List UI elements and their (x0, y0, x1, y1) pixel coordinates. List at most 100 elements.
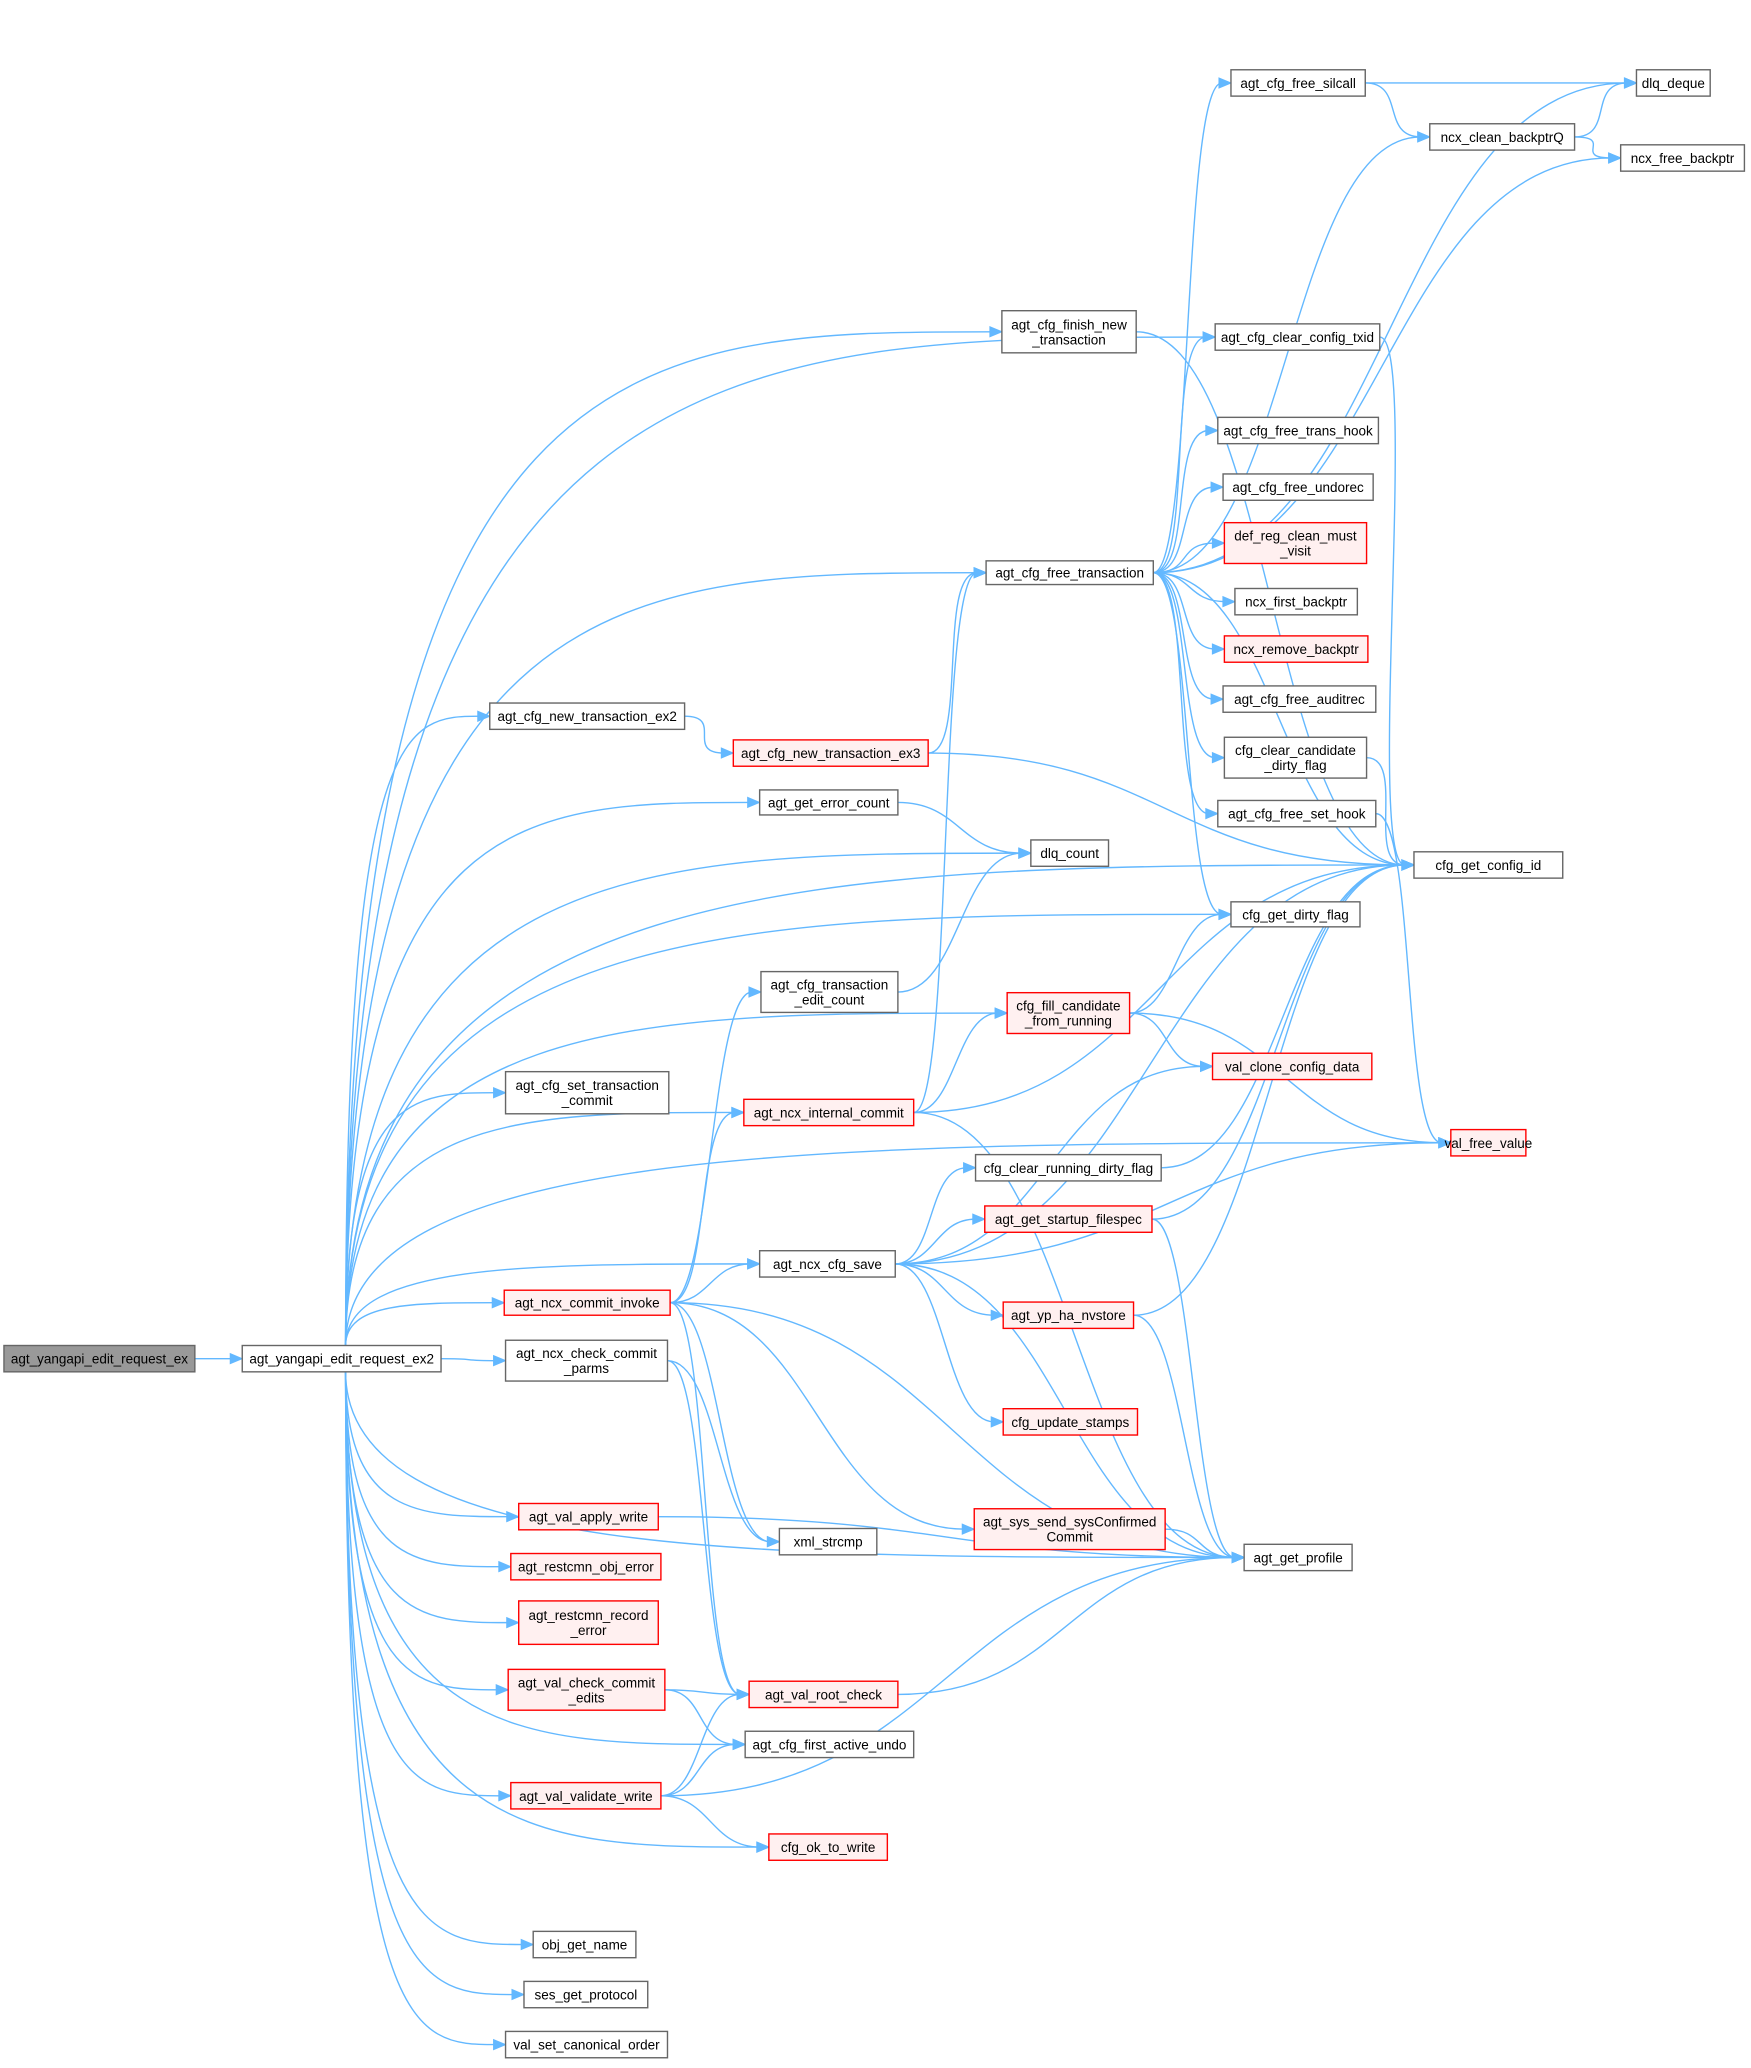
arrowhead-icon (736, 1688, 751, 1701)
node-box (1429, 123, 1576, 151)
node-sethook[interactable]: agt_cfg_free_set_hook (1217, 799, 1377, 828)
arrowhead-icon (731, 1106, 746, 1119)
arrowhead-icon (1401, 859, 1416, 871)
node-cloneconfig[interactable]: val_clone_config_data (1211, 1052, 1373, 1081)
edge-newex2-to-newex3 (684, 715, 725, 754)
node-commitinvoke[interactable]: agt_ncx_commit_invoke (503, 1289, 671, 1316)
node-profile[interactable]: agt_get_profile (1243, 1543, 1353, 1572)
node-settxcommit[interactable]: agt_cfg_set_transaction_commit (504, 1070, 670, 1115)
edge-ex2-to-freetx (344, 571, 978, 1346)
node-box (504, 2030, 669, 2059)
node-editcount[interactable]: agt_cfg_transaction_edit_count (760, 970, 899, 1014)
node-ex2[interactable]: agt_yangapi_edit_request_ex2 (241, 1344, 442, 1373)
edge-cleartxid-to-configid (1379, 336, 1406, 866)
node-dlqdeque[interactable]: dlq_deque (1635, 69, 1711, 97)
node-label: cfg_ok_to_write (781, 1840, 876, 1855)
arrowhead-icon (1608, 152, 1622, 164)
arrowhead-icon (989, 326, 1004, 338)
node-label: cfg_clear_candidate (1235, 743, 1356, 758)
edge-cleanq-to-dlqdeque (1574, 82, 1628, 138)
node-intcommit[interactable]: agt_ncx_internal_commit (743, 1098, 915, 1127)
node-applywrite[interactable]: agt_val_apply_write (518, 1502, 659, 1531)
node-configid[interactable]: cfg_get_config_id (1413, 851, 1564, 879)
node-fillcand[interactable]: cfg_fill_candidate_from_running (1006, 991, 1131, 1035)
edge-commitinvoke-to-editcount (669, 991, 753, 1304)
node-silcall[interactable]: agt_cfg_free_silcall (1230, 69, 1366, 97)
node-newex2[interactable]: agt_cfg_new_transaction_ex2 (489, 702, 686, 731)
node-label: agt_cfg_new_transaction_ex2 (497, 709, 676, 724)
edge-ex2-to-errcount (344, 801, 751, 1346)
node-newex3[interactable]: agt_cfg_new_transaction_ex3 (732, 739, 929, 767)
edge-ex2-to-applywrite (344, 1371, 510, 1518)
node-freetx[interactable]: agt_cfg_free_transaction (985, 560, 1154, 586)
node-cleartxid[interactable]: agt_cfg_clear_config_txid (1214, 323, 1381, 351)
node-sesproto[interactable]: ses_get_protocol (523, 1980, 649, 2009)
node-stamps[interactable]: cfg_update_stamps (1002, 1407, 1139, 1436)
node-removebackptr[interactable]: ncx_remove_backptr (1223, 635, 1369, 663)
node-recorderror[interactable]: agt_restcmn_record_error (518, 1600, 659, 1646)
node-freebackptr[interactable]: ncx_free_backptr (1619, 144, 1746, 172)
node-undorec[interactable]: agt_cfg_free_undorec (1222, 473, 1374, 501)
arrowhead-icon (1231, 1551, 1246, 1564)
node-canon[interactable]: val_set_canonical_order (504, 2030, 669, 2059)
edge-clearcand-to-configid (1366, 756, 1405, 866)
edge-editcount-to-dlqcount (897, 852, 1022, 993)
node-label: Commit (1046, 1530, 1093, 1545)
node-label: val_free_value (1444, 1136, 1532, 1151)
node-oktowrite[interactable]: cfg_ok_to_write (768, 1833, 889, 1861)
arrowhead-icon (520, 1938, 535, 1951)
edge-fillcand-to-dirtyflag (1129, 913, 1222, 1014)
node-cfgsave[interactable]: agt_ncx_cfg_save (758, 1250, 896, 1278)
node-dlqcount[interactable]: dlq_count (1030, 839, 1110, 867)
node-label: _visit (1279, 544, 1311, 559)
node-label: agt_cfg_free_silcall (1240, 76, 1356, 91)
node-freevalue[interactable]: val_free_value (1444, 1128, 1532, 1157)
node-box (489, 702, 686, 731)
node-objerror[interactable]: agt_restcmn_obj_error (510, 1552, 662, 1581)
node-firstundo[interactable]: agt_cfg_first_active_undo (744, 1730, 915, 1759)
node-finish[interactable]: agt_cfg_finish_new_transaction (1001, 310, 1137, 354)
edge-checkedits-to-rootcheck (664, 1689, 741, 1696)
node-label: agt_ncx_cfg_save (773, 1257, 882, 1272)
arrowhead-icon (748, 986, 763, 998)
node-box (1234, 587, 1359, 616)
node-box (1006, 991, 1131, 1035)
edge-ex2-to-dlqcount (344, 852, 1022, 1346)
node-dirtyflag[interactable]: cfg_get_dirty_flag (1230, 901, 1361, 928)
node-label: ncx_clean_backptrQ (1441, 130, 1564, 145)
node-clearcand[interactable]: cfg_clear_candidate_dirty_flag (1223, 736, 1368, 779)
node-label: dlq_deque (1642, 76, 1705, 91)
node-label: cfg_fill_candidate (1016, 999, 1120, 1014)
node-errcount[interactable]: agt_get_error_count (758, 789, 899, 816)
arrowhead-icon (493, 2038, 507, 2051)
node-defreg[interactable]: def_reg_clean_must_visit (1223, 521, 1368, 565)
node-checkparms[interactable]: agt_ncx_check_commit_parms (504, 1339, 669, 1382)
node-nvstore[interactable]: agt_yp_ha_nvstore (1002, 1301, 1135, 1330)
arrowhead-icon (1211, 643, 1226, 655)
node-label: agt_cfg_set_transaction (515, 1078, 658, 1093)
node-validatewrite[interactable]: agt_val_validate_write (510, 1781, 662, 1810)
node-box (732, 739, 929, 767)
node-box (523, 1980, 649, 2009)
node-box (1619, 144, 1746, 172)
arrowhead-icon (990, 1309, 1005, 1321)
node-cleanq[interactable]: ncx_clean_backptrQ (1429, 123, 1576, 151)
node-auditrec[interactable]: agt_cfg_free_auditrec (1222, 685, 1377, 713)
node-transhook[interactable]: agt_cfg_free_trans_hook (1217, 416, 1380, 445)
node-firstbackptr[interactable]: ncx_first_backptr (1234, 587, 1359, 616)
edge-freetx-to-undorec (1153, 486, 1215, 574)
node-rootcheck[interactable]: agt_val_root_check (748, 1680, 899, 1709)
node-checkedits[interactable]: agt_val_check_commit_edits (507, 1668, 666, 1711)
arrowhead-icon (1438, 1137, 1453, 1149)
node-box (1450, 1128, 1527, 1157)
node-clearrunning[interactable]: cfg_clear_running_dirty_flag (974, 1153, 1162, 1182)
node-box (973, 1508, 1166, 1551)
node-ex[interactable]: agt_yangapi_edit_request_ex (3, 1344, 196, 1373)
node-objname[interactable]: obj_get_name (532, 1930, 637, 1959)
node-label: _error (569, 1623, 607, 1638)
edge-cleanq-to-freebackptr (1574, 136, 1612, 159)
node-xmlstrcmp[interactable]: xml_strcmp (778, 1527, 878, 1556)
node-startup[interactable]: agt_get_startup_filespec (984, 1205, 1153, 1233)
